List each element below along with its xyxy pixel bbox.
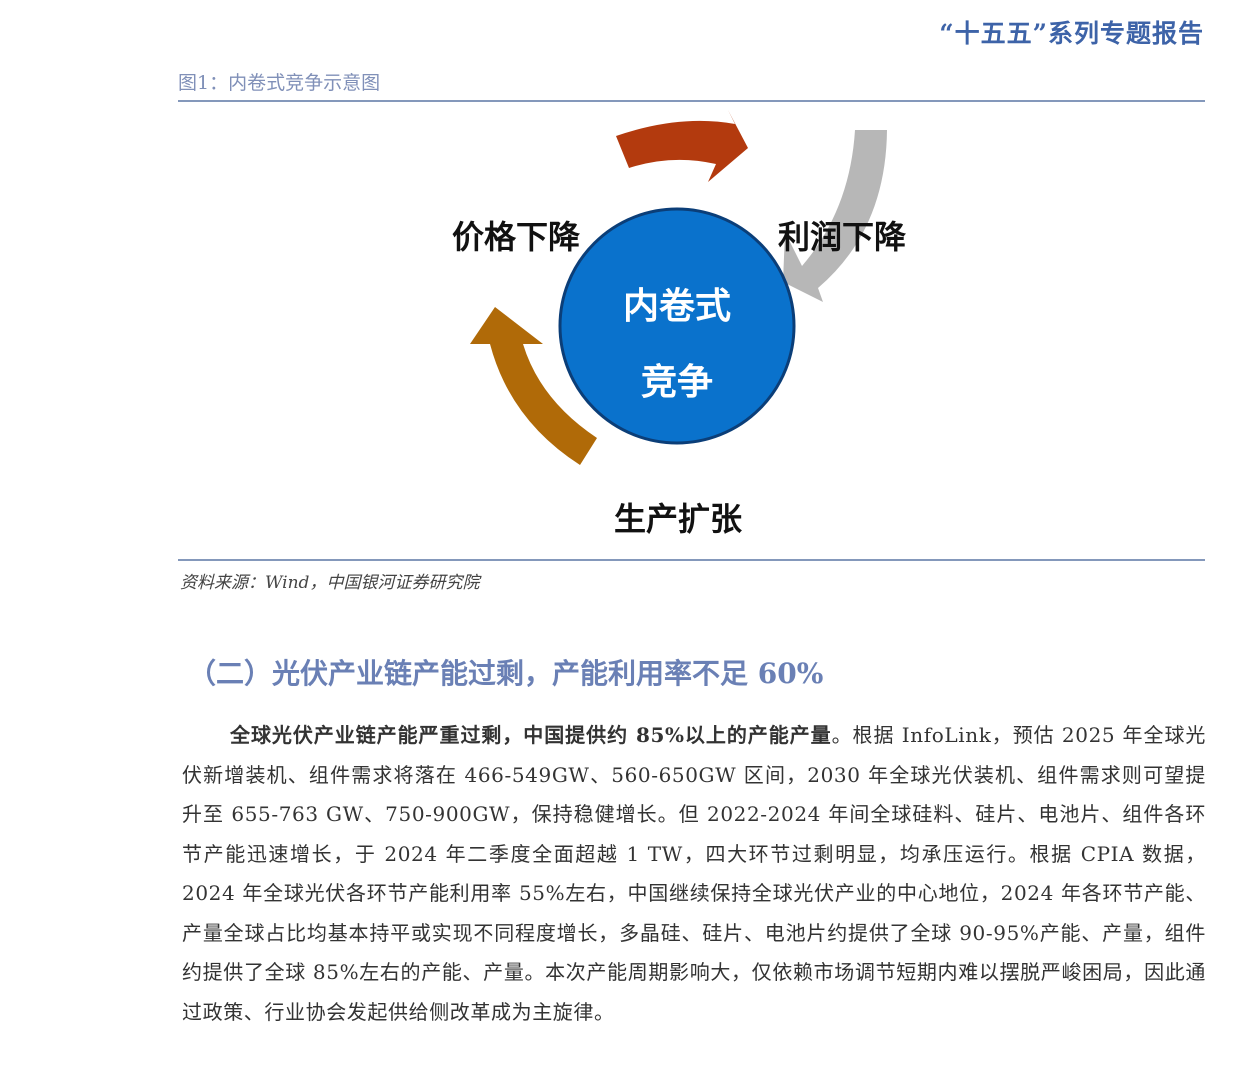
caption-divider xyxy=(178,100,1205,102)
body-paragraph: 全球光伏产业链产能严重过剩，中国提供约 85%以上的产能产量。根据 InfoLi… xyxy=(182,716,1206,1032)
label-production-expansion: 生产扩张 xyxy=(614,500,743,538)
paragraph-body: 。根据 InfoLink，预估 2025 年全球光伏新增装机、组件需求将落在 4… xyxy=(182,723,1206,1024)
cycle-arrows xyxy=(470,110,887,465)
involution-cycle-diagram: 内卷式 竞争 价格下降 利润下降 生产扩张 xyxy=(440,100,940,550)
center-line-2: 竞争 xyxy=(640,361,713,403)
figure-caption: 图1：内卷式竞争示意图 xyxy=(178,72,381,94)
center-line-1: 内卷式 xyxy=(622,285,731,327)
section-heading: （二）光伏产业链产能过剩，产能利用率不足 60% xyxy=(188,657,824,690)
arrow-right-icon xyxy=(783,130,887,302)
center-circle xyxy=(558,207,796,445)
report-series-title: “十五五”系列专题报告 xyxy=(939,19,1204,48)
label-price-decline: 价格下降 xyxy=(452,218,581,256)
center-text: 内卷式 竞争 xyxy=(559,268,795,444)
label-profit-decline: 利润下降 xyxy=(778,218,907,256)
figure-source: 资料来源：Wind，中国银河证券研究院 xyxy=(180,573,480,593)
source-divider xyxy=(178,559,1205,561)
arrow-left-icon xyxy=(470,307,597,465)
arrow-top-icon xyxy=(616,110,748,182)
paragraph-lead: 全球光伏产业链产能严重过剩，中国提供约 85%以上的产能产量 xyxy=(230,723,832,747)
